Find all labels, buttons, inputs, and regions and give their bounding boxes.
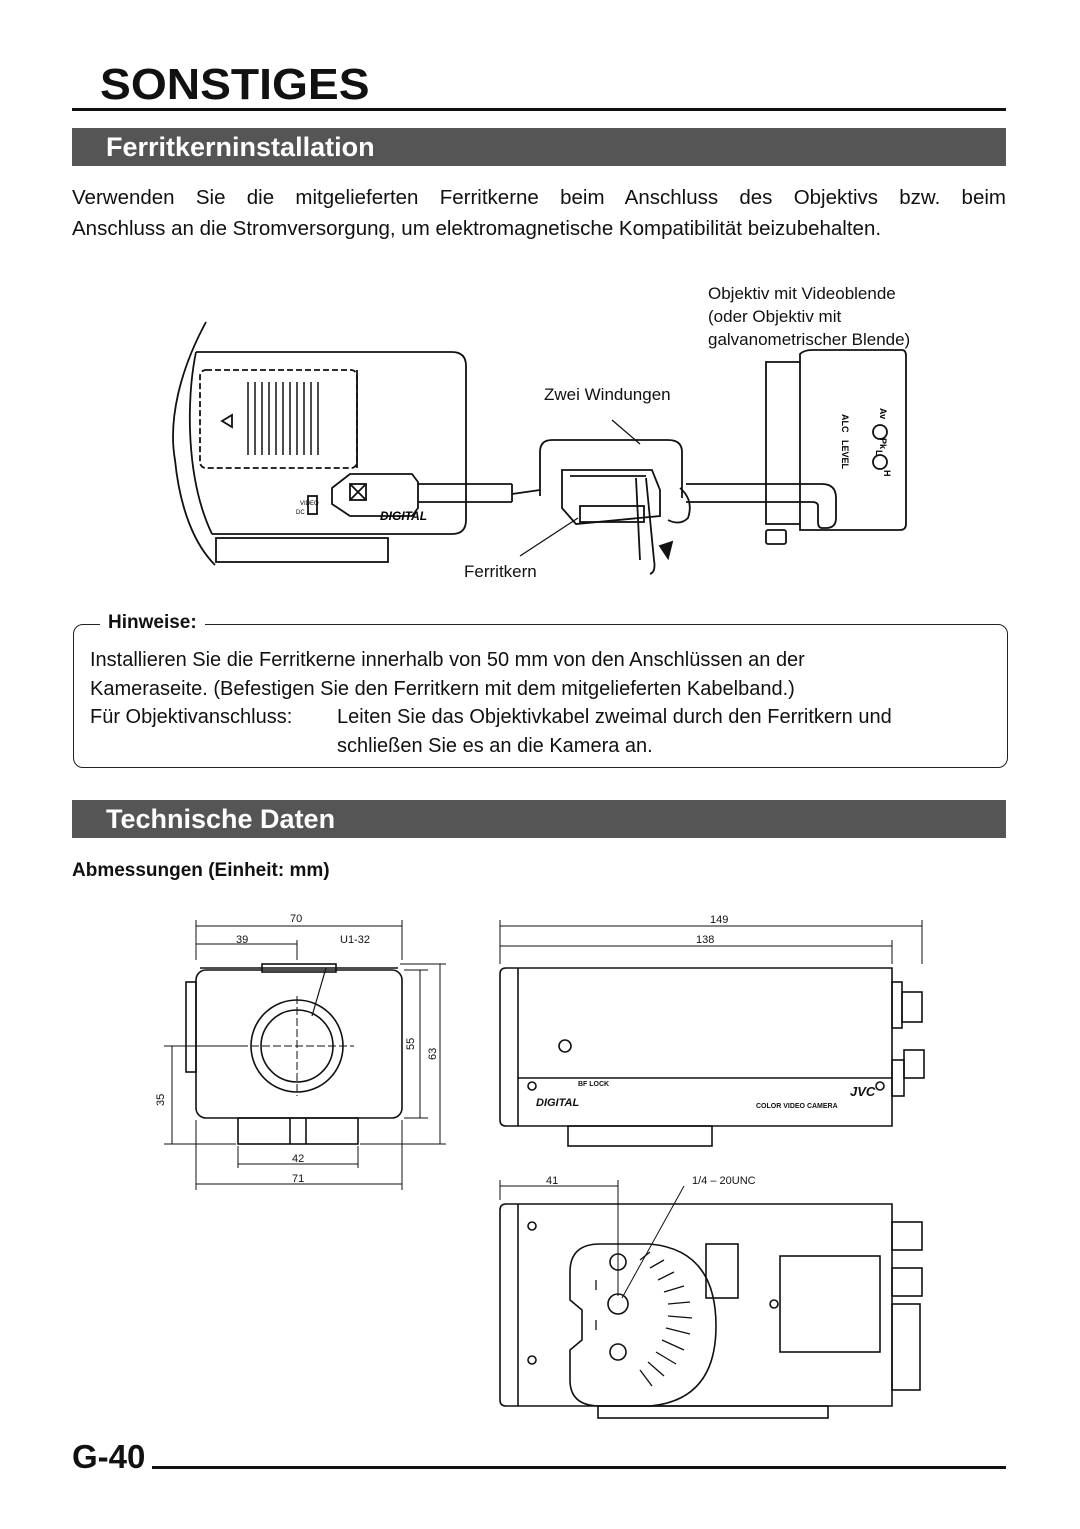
page-title: SONSTIGES <box>100 60 370 109</box>
section-header-ferrite: Ferritkerninstallation <box>72 128 1006 166</box>
dim-63: 63 <box>427 1048 439 1060</box>
av-marking: Av <box>878 408 888 419</box>
lens-label-line-3: galvanometrischer Blende) <box>708 330 911 349</box>
jvc-logo: JVC <box>850 1084 876 1099</box>
h-marking: H <box>882 470 892 477</box>
intro-line-2: Anschluss an die Stromversorgung, um ele… <box>72 217 882 240</box>
dim-138: 138 <box>696 934 714 946</box>
notes-lens-label: Für Objektivanschluss: <box>90 706 293 728</box>
lens-label-line-2: (oder Objektiv mit <box>708 307 842 326</box>
notes-line-1: Installieren Sie die Ferritkerne innerha… <box>90 649 805 671</box>
ferrite-core-label: Ferritkern <box>464 562 537 581</box>
dim-41: 41 <box>546 1175 558 1187</box>
intro-line-1: Verwenden Sie die mitgelieferten Ferritk… <box>72 186 1006 209</box>
dim-71: 71 <box>292 1173 304 1185</box>
notes-lens-text-2: schließen Sie es an die Kamera an. <box>337 735 653 757</box>
dc-marking: DC <box>296 510 305 516</box>
notes-heading: Hinweise: <box>100 612 205 634</box>
intro-paragraph: Verwenden Sie die mitgelieferten Ferritk… <box>72 182 1006 244</box>
dim-39: 39 <box>236 934 248 946</box>
video-dc-marking: VIDEO <box>300 501 319 507</box>
lens-label: Objektiv mit Videoblende (oder Objektiv … <box>708 282 910 351</box>
level-marking: LEVEL <box>840 440 850 470</box>
model-marking: COLOR VIDEO CAMERA <box>756 1103 838 1110</box>
lens-label-line-1: Objektiv mit Videoblende <box>708 284 896 303</box>
notes-box <box>73 624 1008 768</box>
title-divider <box>72 108 1006 111</box>
dim-mount: U1-32 <box>340 934 370 946</box>
digital-logo: DIGITAL <box>536 1097 579 1109</box>
dim-42: 42 <box>292 1153 304 1165</box>
dimension-drawings: 70 39 U1-32 55 63 35 42 71 149 138 BF LO… <box>155 913 925 1419</box>
dim-70: 70 <box>290 913 302 925</box>
thread-label: 1/4 – 20UNC <box>692 1175 756 1187</box>
two-turns-label: Zwei Windungen <box>544 385 671 404</box>
alc-marking: ALC <box>840 414 850 433</box>
dim-35: 35 <box>155 1094 167 1106</box>
notes-lens-text-1: Leiten Sie das Objektivkabel zweimal dur… <box>337 706 892 728</box>
page-number: G-40 <box>72 1438 146 1475</box>
l-marking: L <box>874 450 884 456</box>
dimensions-heading: Abmessungen (Einheit: mm) <box>72 860 330 881</box>
section-header-specs: Technische Daten <box>72 800 1006 838</box>
notes-line-2: Kameraseite. (Befestigen Sie den Ferritk… <box>90 678 795 700</box>
pk-marking: Pk <box>878 438 888 450</box>
bf-lock-marking: BF LOCK <box>578 1081 609 1088</box>
dim-149: 149 <box>710 914 728 926</box>
dim-55: 55 <box>405 1038 417 1050</box>
ferrite-installation-diagram: VIDEO DC DIGITAL Av Pk L H ALC LEVEL <box>172 321 907 575</box>
footer-divider <box>152 1466 1006 1469</box>
digital-logo-small: DIGITAL <box>380 509 427 523</box>
